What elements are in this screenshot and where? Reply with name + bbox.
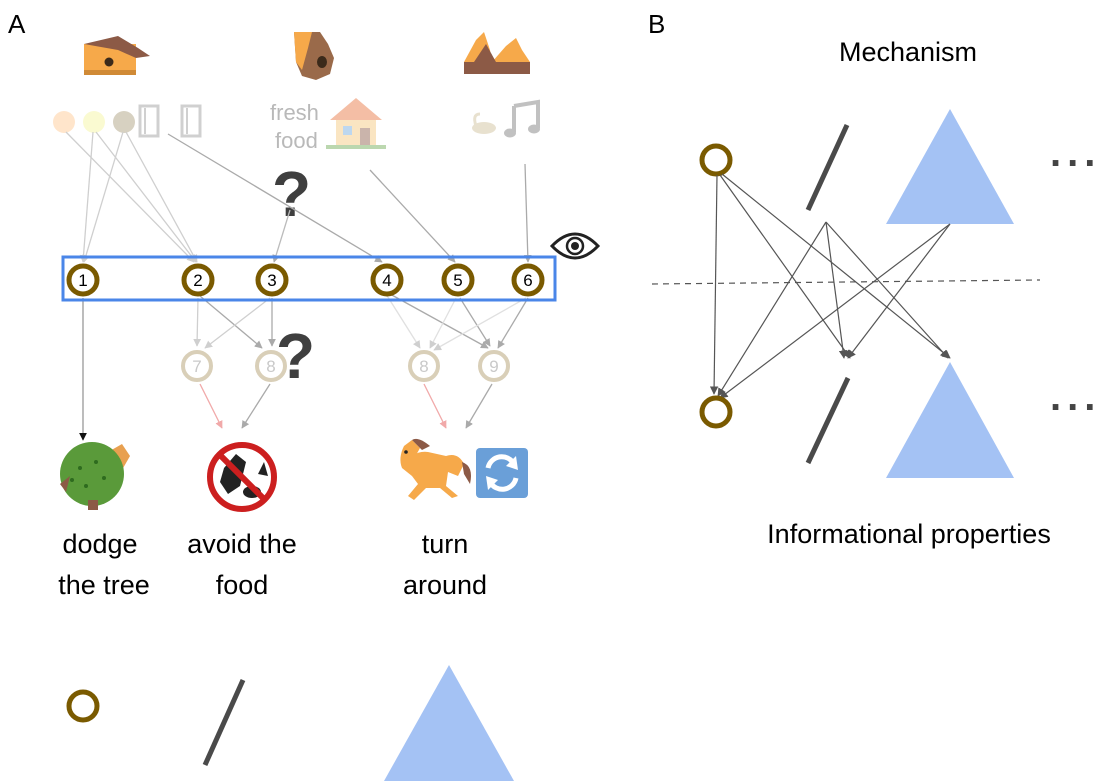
- yellow-dot-icon: [83, 111, 105, 133]
- observed-node: 6: [511, 263, 545, 297]
- node-label: 1: [78, 271, 87, 290]
- action-turn: turn around: [403, 529, 487, 600]
- action-line: turn: [422, 529, 469, 559]
- orange-dot-icon: [53, 111, 75, 133]
- mechanism-triangle: [886, 109, 1014, 224]
- hidden-arrows: [193, 293, 529, 351]
- node-label: 8: [266, 357, 275, 376]
- mechanism-slash: [805, 123, 850, 212]
- divider-line: [651, 279, 1041, 285]
- mechanism-circle: [699, 143, 733, 177]
- property-triangle: [886, 362, 1014, 478]
- property-ellipsis: ...: [1050, 375, 1101, 419]
- panel-a-letter: A: [8, 9, 26, 39]
- output-arrows: [79, 298, 493, 441]
- no-horse-food-icon: [207, 442, 277, 512]
- observed-node: 4: [370, 263, 404, 297]
- node-label: 8: [419, 357, 428, 376]
- action-line: the tree: [58, 570, 150, 600]
- music-note-icon: [504, 99, 540, 138]
- node-label: 7: [192, 357, 201, 376]
- horse-eye-icon: [84, 36, 150, 75]
- node-label: 6: [523, 271, 532, 290]
- eye-icon: [549, 232, 601, 260]
- action-line: avoid the: [187, 529, 297, 559]
- attention-box: [61, 255, 557, 302]
- mechanism-heading: Mechanism: [839, 37, 977, 67]
- turn-around-icon: [476, 448, 528, 498]
- node-label: 4: [382, 271, 391, 290]
- legend-circle: [66, 689, 100, 723]
- hidden-node: 8: [255, 350, 287, 382]
- horse-nose-icon: [294, 32, 334, 80]
- mechanism-ellipsis: ...: [1050, 131, 1101, 175]
- visual-stimuli: [53, 104, 202, 138]
- node-label: 3: [267, 271, 276, 290]
- door-icon: [180, 104, 202, 138]
- panel-b-letter: B: [648, 9, 665, 39]
- hidden-node: 7: [181, 350, 213, 382]
- fresh-label: fresh: [270, 100, 319, 125]
- swan-icon: [472, 112, 496, 134]
- hidden-node: 8: [408, 350, 440, 382]
- input-arrows: [65, 131, 532, 263]
- observed-node: 1: [66, 263, 100, 297]
- action-dodge: dodge the tree: [58, 529, 150, 600]
- node-label: 5: [453, 271, 462, 290]
- galloping-horse-icon: [400, 438, 471, 500]
- food-label: food: [275, 128, 318, 153]
- property-circle: [699, 395, 733, 429]
- legend-triangle: [384, 665, 514, 781]
- observed-node: 5: [441, 263, 475, 297]
- action-avoid: avoid the food: [187, 529, 297, 600]
- action-line: food: [216, 570, 269, 600]
- property-slash: [805, 376, 851, 465]
- node-label: 2: [193, 271, 202, 290]
- action-line: dodge: [62, 529, 137, 559]
- question-mark-upper: ?: [272, 158, 311, 230]
- observed-node: 3: [255, 263, 289, 297]
- door-icon: [138, 104, 160, 138]
- hidden-node: 9: [478, 350, 510, 382]
- horse-ear-icon: [464, 32, 530, 74]
- mapping-arrows: [709, 173, 951, 399]
- house-icon: [326, 98, 386, 149]
- observed-node: 2: [181, 263, 215, 297]
- action-line: around: [403, 570, 487, 600]
- legend-slash: [202, 678, 246, 767]
- horse-tree-icon: [60, 442, 130, 510]
- informational-properties-label: Informational properties: [767, 519, 1051, 549]
- khaki-dot-icon: [113, 111, 135, 133]
- node-label: 9: [489, 357, 498, 376]
